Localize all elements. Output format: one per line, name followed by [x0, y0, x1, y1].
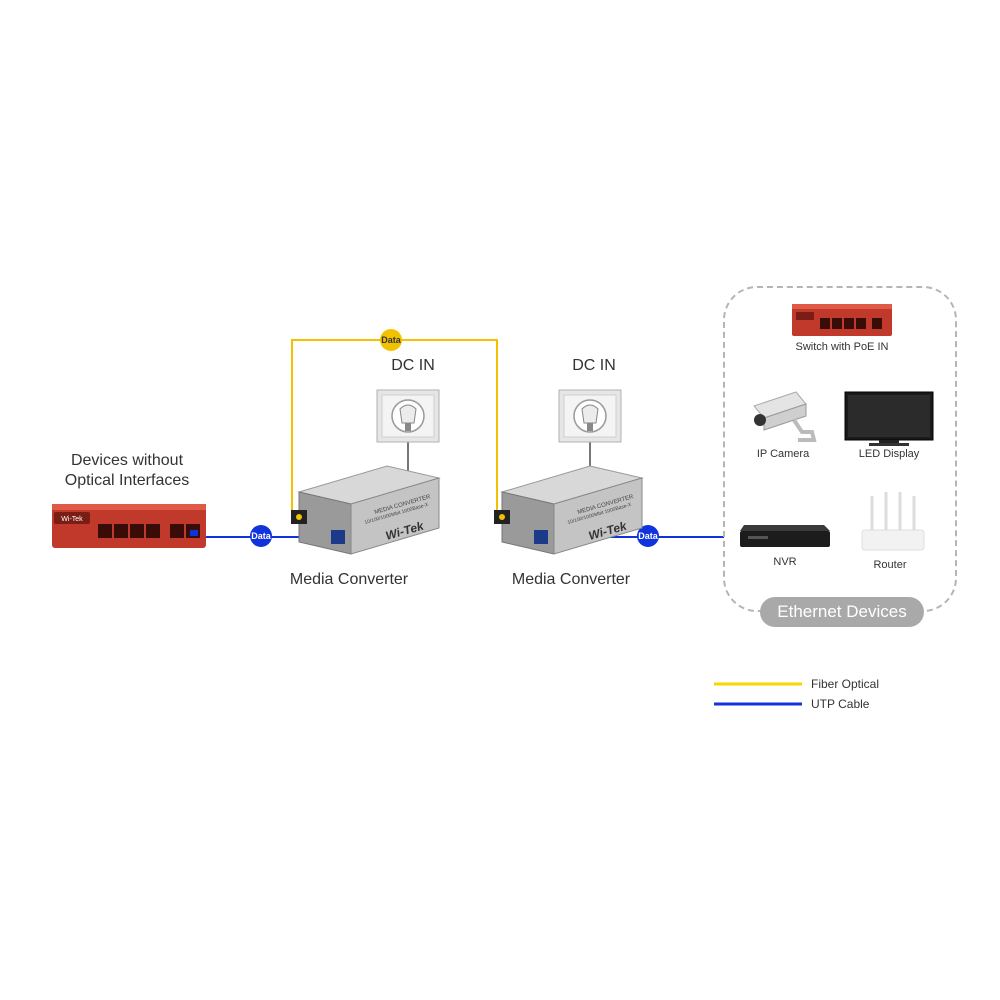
legend-swatches	[714, 682, 802, 706]
nvr-icon	[740, 525, 830, 547]
media-converter-icon-right: MEDIA CONVERTER 10/100/1000Mbit 1000Base…	[494, 465, 644, 555]
data-badge-left: Data	[250, 525, 272, 547]
ip-camera-icon	[753, 391, 817, 442]
router-icon	[861, 492, 925, 551]
led-display-label: LED Display	[858, 448, 920, 460]
wall-socket-icon-right	[558, 389, 622, 443]
switch-logo: Wi-Tek	[61, 516, 83, 523]
dc-in-label-right: DC IN	[572, 357, 616, 374]
router-label: Router	[873, 559, 907, 571]
wall-socket-icon-left	[376, 389, 440, 443]
media-converter-icon-left: MEDIA CONVERTER 10/100/1000Mbit 1000Base…	[291, 465, 441, 555]
legend-label-utp: UTP Cable	[811, 697, 870, 711]
poe-switch-label: Switch with PoE IN	[795, 341, 889, 353]
legend-label-fiber: Fiber Optical	[811, 677, 880, 691]
nvr-label: NVR	[773, 556, 797, 568]
media-converter-label-left: Media Converter	[289, 571, 409, 588]
poe-switch-icon	[792, 304, 892, 336]
ethernet-devices-label: Ethernet Devices	[760, 597, 924, 627]
source-devices-label: Devices without Optical Interfaces	[64, 452, 190, 489]
led-display-icon	[844, 391, 934, 446]
dc-in-label-left: DC IN	[391, 357, 435, 374]
data-badge-fiber: Data	[380, 329, 402, 351]
source-switch-icon: Wi-Tek	[52, 504, 206, 548]
ip-camera-label: IP Camera	[756, 448, 810, 460]
data-badge-right: Data	[637, 525, 659, 547]
media-converter-label-right: Media Converter	[511, 571, 631, 588]
